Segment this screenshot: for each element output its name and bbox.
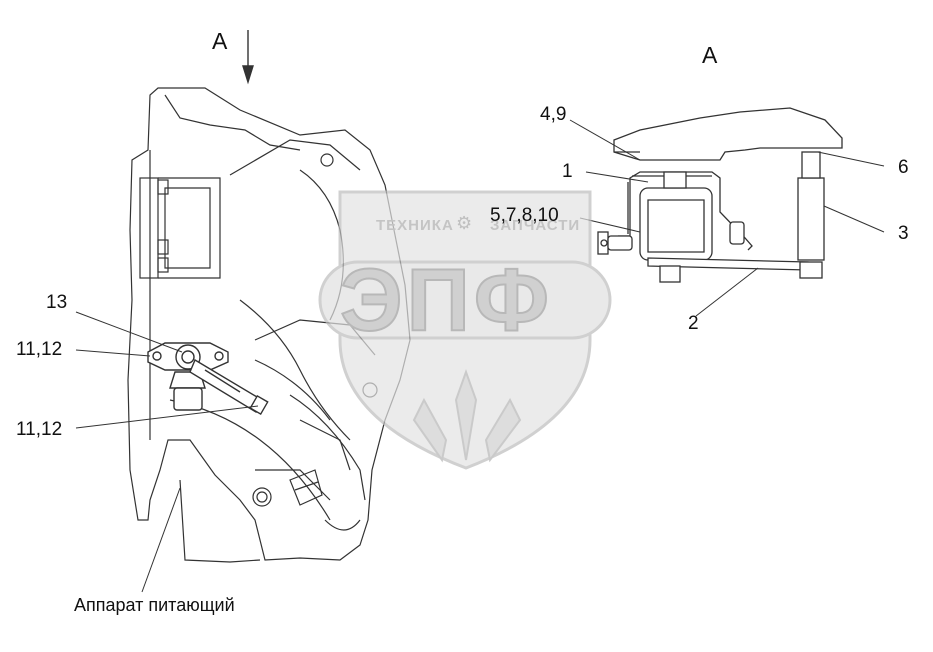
caption-leader	[141, 487, 181, 593]
left-leaders	[75, 311, 259, 429]
callout-13: 13	[46, 292, 68, 313]
callout-2: 2	[688, 313, 699, 334]
callout-5-7-8-10: 5,7,8,10	[490, 205, 559, 226]
section-arrow-left	[242, 30, 254, 85]
callout-1: 1	[562, 161, 573, 182]
view-a-assembly	[597, 107, 843, 283]
section-marker-left: А	[212, 28, 228, 54]
watermark-shield	[318, 190, 612, 470]
callout-4-9: 4,9	[540, 104, 567, 125]
section-marker-right: А	[702, 42, 718, 68]
callout-6: 6	[898, 157, 909, 178]
gear-icon: ⚙	[456, 213, 473, 233]
lever-assembly	[147, 342, 269, 416]
wheat-icon	[412, 369, 522, 463]
callout-3: 3	[898, 223, 909, 244]
callout-11-12-top: 11,12	[16, 339, 63, 360]
right-leaders	[569, 119, 885, 317]
callout-11-12-bottom: 11,12	[16, 419, 63, 440]
watermark-logo-text: ЭПФ	[339, 250, 553, 349]
watermark-text-left: ТЕХНИКА	[376, 217, 454, 234]
watermark-text-right: ЗАПЧАСТИ	[490, 217, 581, 234]
caption-feeder-apparatus: Аппарат питающий	[74, 595, 235, 615]
